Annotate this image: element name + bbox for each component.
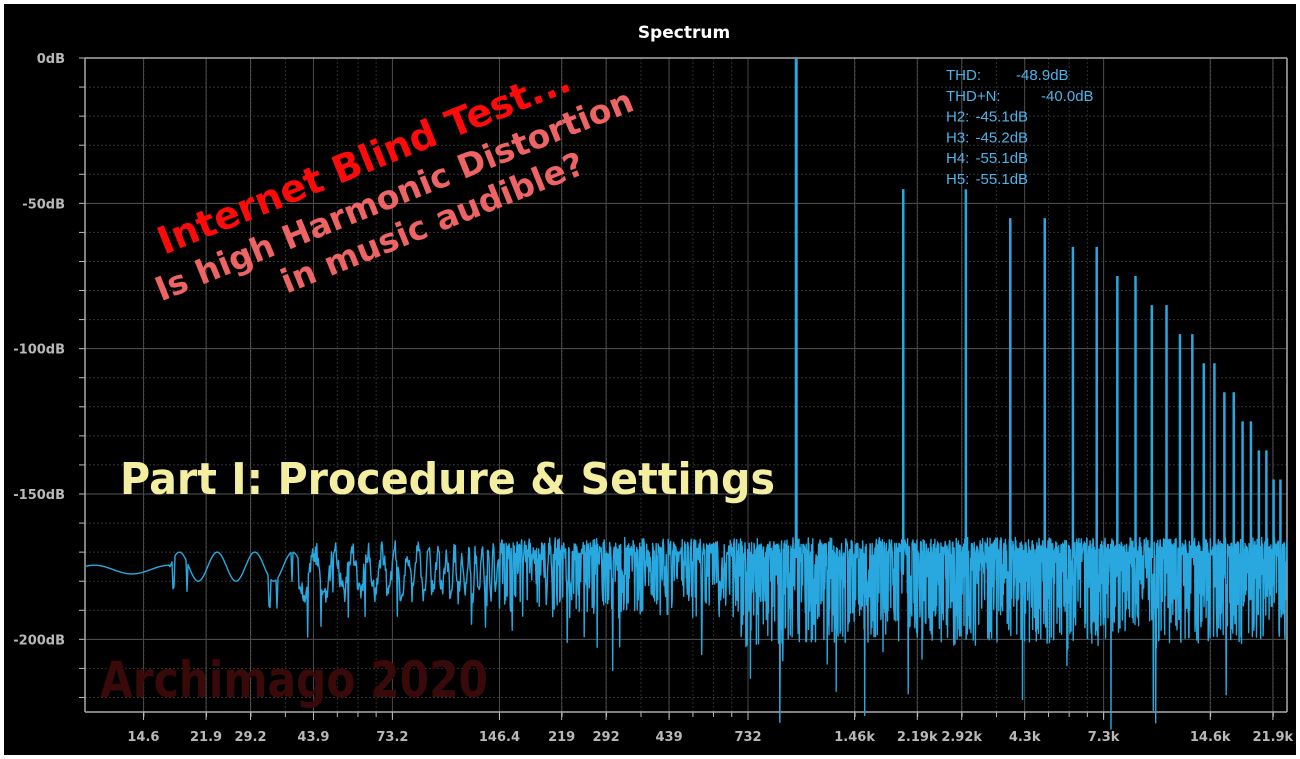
x-tick-label: 219: [548, 730, 575, 745]
x-tick-label: 73.2: [376, 730, 408, 745]
overlay-title-group: Internet Blind Test... Is high Harmonic …: [149, 57, 639, 309]
grid: [85, 57, 1287, 712]
chart-frame: [4, 4, 1296, 755]
x-tick-label: 2.19k: [897, 730, 938, 745]
x-tick-label: 2.92k: [941, 730, 982, 745]
x-tick-label: 21.9: [190, 730, 222, 745]
stat-value: -48.9dB: [1016, 67, 1069, 84]
stat-label: H5:: [946, 171, 969, 188]
watermark: Archimago 2020: [100, 651, 488, 709]
y-tick-label: -50dB: [22, 197, 65, 212]
x-tick-label: 1.46k: [834, 730, 875, 745]
x-tick-label: 43.9: [297, 730, 329, 745]
x-tick-label: 7.3k: [1088, 730, 1120, 745]
stat-label: THD+N:: [946, 88, 1001, 105]
x-tick-label: 14.6: [127, 730, 159, 745]
axes: 14.6 21.9 29.2 43.9 73.2 146.4 219 292 439 732 1.4…: [13, 52, 1293, 745]
x-tick-label: 21.9k: [1252, 730, 1293, 745]
stat-label: H2:: [946, 109, 969, 126]
x-tick-label: 732: [734, 730, 761, 745]
overlay-subtitle: Part I: Procedure & Settings: [120, 454, 775, 505]
spectrum-trace: [84, 536, 1288, 730]
stats-readout: THD: -48.9dB THD+N: -40.0dB H2: -45.1dB H3: -45…: [946, 67, 1094, 188]
stat-label: THD:: [946, 67, 981, 84]
stat-value: -45.1dB: [976, 109, 1029, 126]
stat-label: H4:: [946, 150, 969, 167]
stat-label: H3:: [946, 129, 969, 146]
stat-value: -55.1dB: [976, 150, 1029, 167]
stat-value: -45.2dB: [976, 129, 1029, 146]
chart-title: Spectrum: [638, 23, 730, 43]
stat-value: -55.1dB: [976, 171, 1029, 188]
noise-floor-trace: [84, 536, 1288, 730]
x-tick-label: 4.3k: [1009, 730, 1041, 745]
y-tick-label: -200dB: [13, 633, 65, 648]
x-tick-label: 146.4: [479, 730, 520, 745]
x-tick-label: 292: [593, 730, 620, 745]
stat-value: -40.0dB: [1041, 88, 1094, 105]
y-tick-label: -100dB: [13, 343, 65, 358]
x-tick-label: 29.2: [234, 730, 266, 745]
x-tick-label: 439: [655, 730, 682, 745]
harmonic-peaks: [794, 58, 1282, 558]
y-tick-label: -150dB: [13, 488, 65, 503]
x-tick-label: 14.6k: [1190, 730, 1231, 745]
y-tick-label: 0dB: [37, 52, 65, 67]
